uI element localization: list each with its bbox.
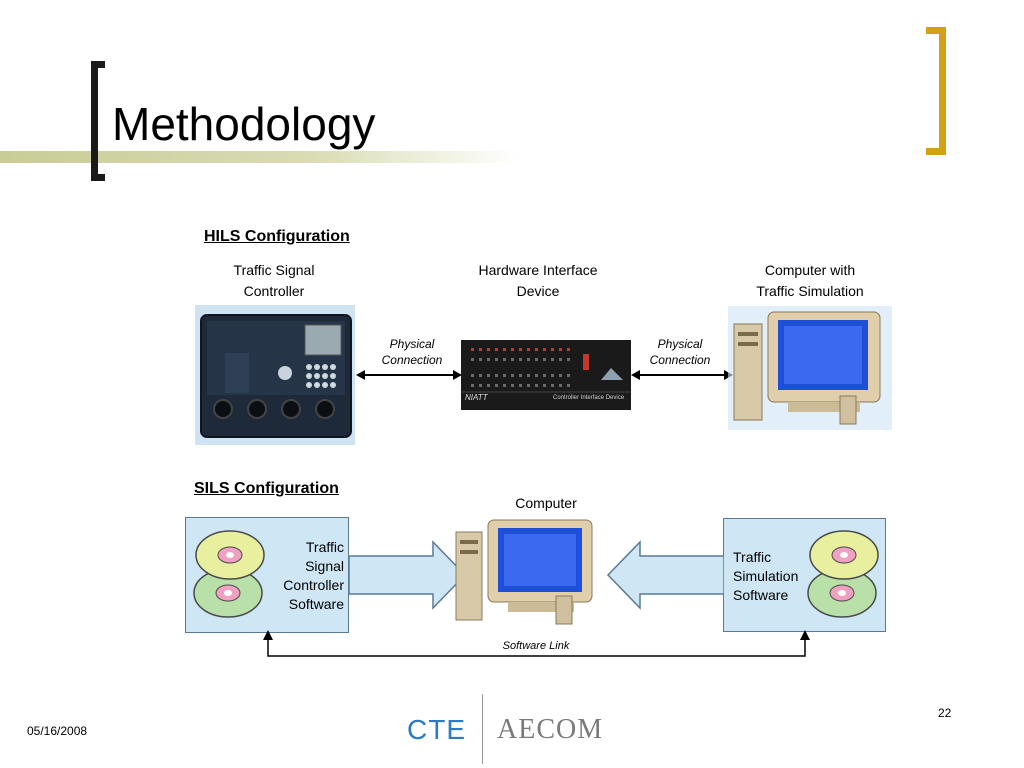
- software-link-connector: [263, 630, 810, 657]
- sils-computer-label: Computer: [515, 495, 577, 511]
- bracket-left-icon: [91, 61, 105, 181]
- device-brand-text: NIATT: [465, 393, 488, 402]
- logo-divider: [482, 694, 483, 764]
- left-physical-connection-label: Physical Connection: [381, 337, 443, 367]
- simulation-software-label: Traffic Simulation Software: [733, 549, 799, 603]
- desktop-computer-icon: [728, 306, 892, 430]
- bracket-right-icon: [926, 27, 946, 155]
- cd-disc-icon: [190, 523, 270, 623]
- software-link-label: Software Link: [486, 640, 586, 652]
- left-software-arrow: [349, 540, 467, 610]
- right-software-arrow: [606, 540, 724, 610]
- computer-with-simulation-label: Computer with Traffic Simulation: [756, 262, 864, 299]
- traffic-controller-icon: [195, 305, 355, 445]
- company-logo: CTE AECOM: [407, 694, 617, 764]
- hils-heading: HILS Configuration: [204, 228, 350, 245]
- left-connection-arrow: [356, 370, 462, 380]
- logo-aecom-text: AECOM: [497, 714, 604, 745]
- right-physical-connection-label: Physical Connection: [649, 337, 711, 367]
- page-number: 22: [938, 706, 952, 720]
- interface-label: Hardware Interface Device: [478, 262, 598, 299]
- slide-title: Methodology: [112, 98, 376, 150]
- slide-date: 05/16/2008: [27, 724, 88, 738]
- logo-cte-text: CTE: [407, 714, 466, 745]
- right-connection-arrow: [631, 370, 733, 380]
- desktop-computer-icon: [452, 516, 602, 628]
- device-caption-text: Controller Interface Device: [553, 395, 625, 401]
- cd-disc-icon: [804, 523, 884, 623]
- controller-label: Traffic Signal Controller: [233, 262, 315, 299]
- interface-device-icon: NIATT Controller Interface Device: [461, 340, 631, 410]
- controller-software-label: Traffic Signal Controller Software: [283, 539, 344, 612]
- sils-heading: SILS Configuration: [194, 480, 339, 497]
- title-underline-bar: [0, 151, 520, 163]
